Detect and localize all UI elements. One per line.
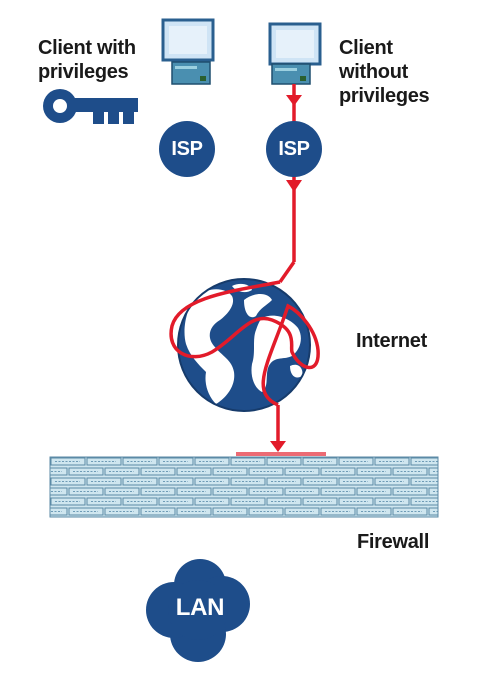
client-with-privileges-label: Client with privileges <box>38 37 136 83</box>
firewall-entry-highlight <box>236 452 326 456</box>
globe-icon <box>177 278 311 412</box>
client-without-privileges-computer-icon <box>268 22 322 85</box>
isp-right-label: ISP <box>278 138 310 160</box>
internet-label: Internet <box>356 330 427 352</box>
lan-cloud-icon <box>146 559 250 662</box>
internet-route-loop <box>169 280 320 407</box>
lan-label: LAN <box>175 594 225 621</box>
isp-left-node <box>159 121 215 177</box>
client-without-privileges-label: Client without privileges <box>339 37 430 107</box>
isp-right-node <box>266 121 322 177</box>
client-with-privileges-computer-icon <box>161 18 215 85</box>
key-icon <box>43 89 138 124</box>
firewall-icon <box>49 456 439 518</box>
route-arrowheads <box>270 95 302 452</box>
isp-left-label: ISP <box>171 138 203 160</box>
firewall-label: Firewall <box>357 531 430 553</box>
